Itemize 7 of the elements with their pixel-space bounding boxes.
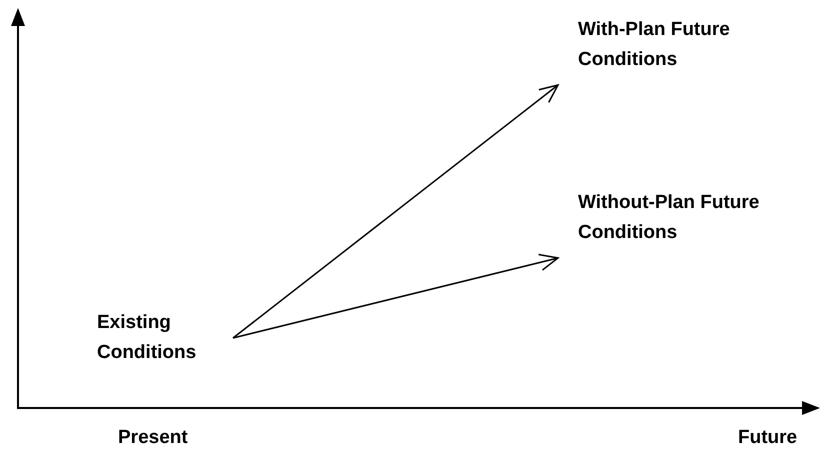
text-label: Without-Plan Future Conditions	[578, 188, 813, 248]
axis-label: Future	[738, 426, 798, 450]
axis-label: Present	[118, 426, 188, 450]
arrow	[232, 84, 559, 339]
arrow	[232, 254, 559, 339]
text-label: With-Plan Future Conditions	[578, 15, 808, 75]
text-label: Existing Conditions	[97, 308, 247, 368]
